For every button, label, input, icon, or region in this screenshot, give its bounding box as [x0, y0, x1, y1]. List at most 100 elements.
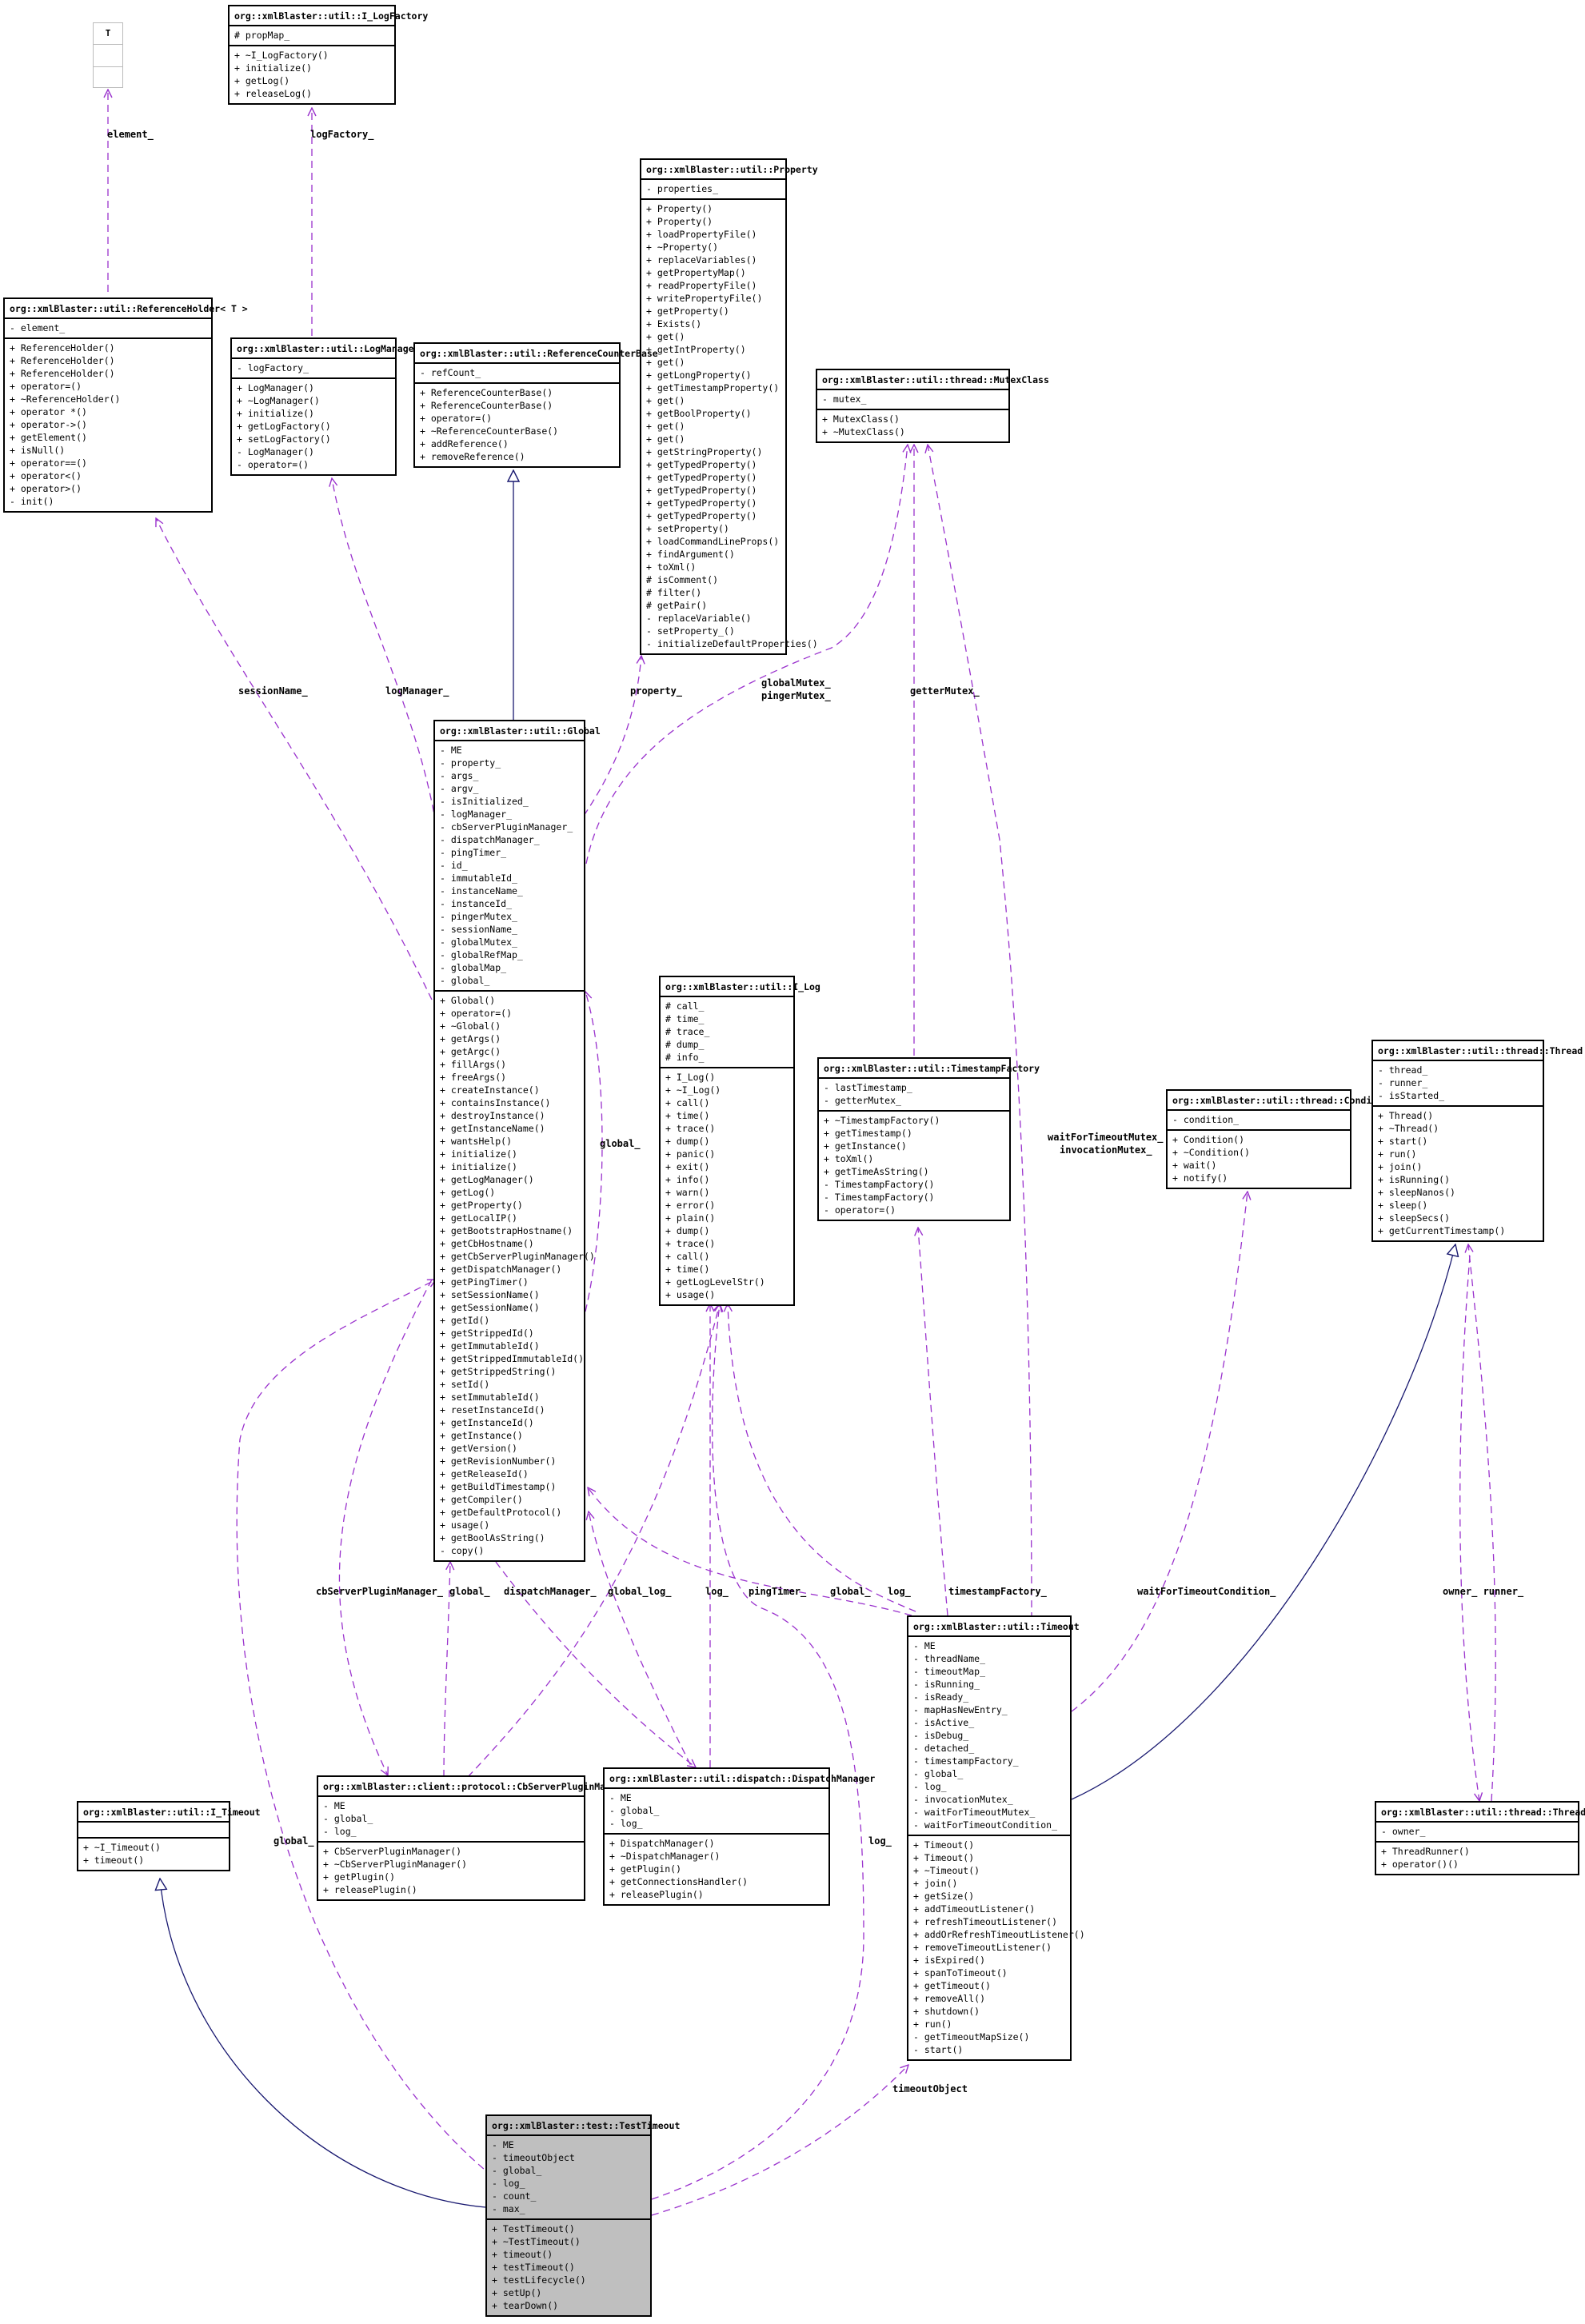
operation: + initialize()	[237, 408, 314, 419]
operation: + getProperty()	[646, 305, 729, 317]
label-element: element_	[107, 129, 154, 141]
class-name: org::xmlBlaster::util::dispatch::Dispatc…	[605, 1769, 875, 1789]
attribute: - isDebug_	[913, 1730, 969, 1741]
operation: + getArgc()	[440, 1046, 501, 1057]
operation: + containsInstance()	[440, 1097, 551, 1108]
class-operations: + ReferenceCounterBase()+ ReferenceCount…	[415, 384, 619, 466]
edge-thread-runner	[1459, 1255, 1479, 1801]
operation: - operator=()	[237, 459, 309, 470]
class-name: org::xmlBlaster::util::Timeout	[908, 1617, 1080, 1637]
class-i-timeout[interactable]: org::xmlBlaster::util::I_Timeout+ ~I_Tim…	[77, 1801, 261, 1871]
operation: + MutexClass()	[822, 413, 900, 425]
label-waitfortimeoutcondition: waitForTimeoutCondition_	[1137, 1586, 1276, 1598]
operation: + setProperty()	[646, 523, 729, 534]
label-property: property_	[630, 685, 683, 697]
operation: + getCbServerPluginManager()	[440, 1251, 595, 1262]
class-operations: + DispatchManager() + ~DispatchManager() +…	[605, 1835, 828, 1904]
class-threadrunner[interactable]: org::xmlBlaster::util::thread::ThreadRun…	[1375, 1801, 1585, 1875]
operation: + getDispatchManager()	[440, 1264, 562, 1275]
operation: + releaseLog()	[234, 88, 312, 99]
class-attributes: # call_# time_# trace_# dump_# info_	[661, 997, 793, 1068]
class-operations: + Condition()+ ~Condition()+ wait()+ not…	[1168, 1131, 1350, 1188]
attribute: - isActive_	[913, 1717, 975, 1728]
operation: + ThreadRunner()	[1381, 1846, 1470, 1857]
operation: + getIntProperty()	[646, 344, 746, 355]
class-logmanager[interactable]: org::xmlBlaster::util::LogManager- logFa…	[230, 337, 419, 476]
class-global[interactable]: org::xmlBlaster::util::Global- ME- prope…	[433, 720, 601, 1562]
class-referenceholder[interactable]: org::xmlBlaster::util::ReferenceHolder< …	[3, 297, 248, 513]
attribute: - isReady_	[913, 1691, 969, 1703]
operation: + get()	[646, 395, 685, 406]
attribute: - logManager_	[440, 809, 513, 820]
attribute: - immutableId_	[440, 872, 517, 884]
operation: + replaceVariables()	[646, 254, 757, 266]
operation: + wait()	[1172, 1160, 1217, 1171]
operation: + operator=()	[10, 381, 82, 392]
template-row	[94, 45, 122, 67]
attribute: # trace_	[665, 1026, 710, 1037]
operation: + usage()	[440, 1519, 490, 1531]
operation: + operator<()	[10, 470, 82, 481]
operation: + getTypedProperty()	[646, 485, 757, 496]
operation: + time()	[665, 1110, 710, 1121]
attribute: - global_	[323, 1813, 373, 1824]
class-timestampfactory[interactable]: org::xmlBlaster::util::TimestampFactory-…	[817, 1057, 1040, 1221]
operation: + ~Thread()	[1378, 1123, 1439, 1134]
operation: + ~TestTimeout()	[492, 2236, 581, 2247]
class-i-log[interactable]: org::xmlBlaster::util::I_Log# call_# tim…	[659, 976, 820, 1306]
class-property[interactable]: org::xmlBlaster::util::Property- propert…	[640, 158, 818, 655]
edge-timeout-inherits-thread	[1071, 1244, 1455, 1800]
attribute: - refCount_	[420, 367, 481, 378]
attribute: - instanceId_	[440, 898, 513, 909]
class-referencecounterbase[interactable]: org::xmlBlaster::util::ReferenceCounterB…	[413, 342, 658, 468]
operation: + ~Property()	[646, 242, 719, 253]
operation: + operator==()	[10, 457, 87, 469]
class-i-logfactory[interactable]: org::xmlBlaster::util::I_LogFactory# pro…	[228, 5, 428, 105]
operation: + getTimeAsString()	[824, 1166, 929, 1177]
operation: - start()	[913, 2044, 964, 2055]
class-timeout[interactable]: org::xmlBlaster::util::Timeout- ME- thre…	[907, 1615, 1085, 2061]
operation: + destroyInstance()	[440, 1110, 545, 1121]
label-gettermutex: getterMutex_	[910, 685, 980, 697]
operation: + releasePlugin()	[609, 1889, 704, 1900]
class-mutexclass[interactable]: org::xmlBlaster::util::thread::MutexClas…	[816, 369, 1049, 443]
attribute: - ME	[323, 1800, 345, 1811]
edge-dispatch-global	[589, 1511, 697, 1776]
class-name: org::xmlBlaster::util::thread::ThreadRun…	[1376, 1803, 1585, 1823]
class-condition[interactable]: org::xmlBlaster::util::thread::Condition…	[1166, 1089, 1394, 1189]
label-pingtimer: pingTimer_	[749, 1586, 807, 1598]
class-dispatchmanager[interactable]: org::xmlBlaster::util::dispatch::Dispatc…	[603, 1767, 875, 1906]
class-attributes: - ME- global_- log_	[318, 1797, 584, 1843]
operation: + CbServerPluginManager()	[323, 1846, 462, 1857]
class-thread[interactable]: org::xmlBlaster::util::thread::Thread- t…	[1371, 1040, 1583, 1242]
operation: - replaceVariable()	[646, 613, 752, 624]
edge-cb-log	[467, 1304, 720, 1778]
attribute: - max_	[492, 2203, 525, 2214]
operation: + exit()	[665, 1161, 710, 1172]
operation: + panic()	[665, 1148, 716, 1160]
class-operations: + MutexClass()+ ~MutexClass()	[817, 410, 1008, 441]
edge-timeout-condition	[1071, 1192, 1248, 1712]
edge-property	[583, 656, 641, 817]
attribute: - element_	[10, 322, 66, 333]
edge-sessionname	[156, 518, 433, 1000]
operation: - setProperty_()	[646, 625, 735, 637]
operation: + addTimeoutListener()	[913, 1903, 1036, 1915]
operation: + getSize()	[913, 1891, 975, 1902]
class-attributes: - ME- timeoutObject- global_- log_- coun…	[487, 2136, 650, 2220]
operation: + sleepNanos()	[1378, 1187, 1455, 1198]
class-attributes: - thread_- runner_- isStarted_	[1373, 1061, 1543, 1107]
operation: + run()	[1378, 1148, 1417, 1160]
class-cbserverpluginmanager[interactable]: org::xmlBlaster::client::protocol::CbSer…	[317, 1775, 633, 1901]
operation: + TestTimeout()	[492, 2223, 575, 2234]
operation: + shutdown()	[913, 2006, 980, 2017]
operation: + ReferenceCounterBase()	[420, 400, 553, 411]
operation: # filter()	[646, 587, 702, 598]
attribute: - thread_	[1378, 1064, 1428, 1076]
operation: + getArgs()	[440, 1033, 501, 1044]
operation: + getTypedProperty()	[646, 497, 757, 509]
class-testtimeout[interactable]: org::xmlBlaster::test::TestTimeout- ME- …	[485, 2114, 680, 2317]
operation: + DispatchManager()	[609, 1838, 715, 1849]
operation: + ~DispatchManager()	[609, 1851, 721, 1862]
operation: + getReleaseId()	[440, 1468, 529, 1479]
